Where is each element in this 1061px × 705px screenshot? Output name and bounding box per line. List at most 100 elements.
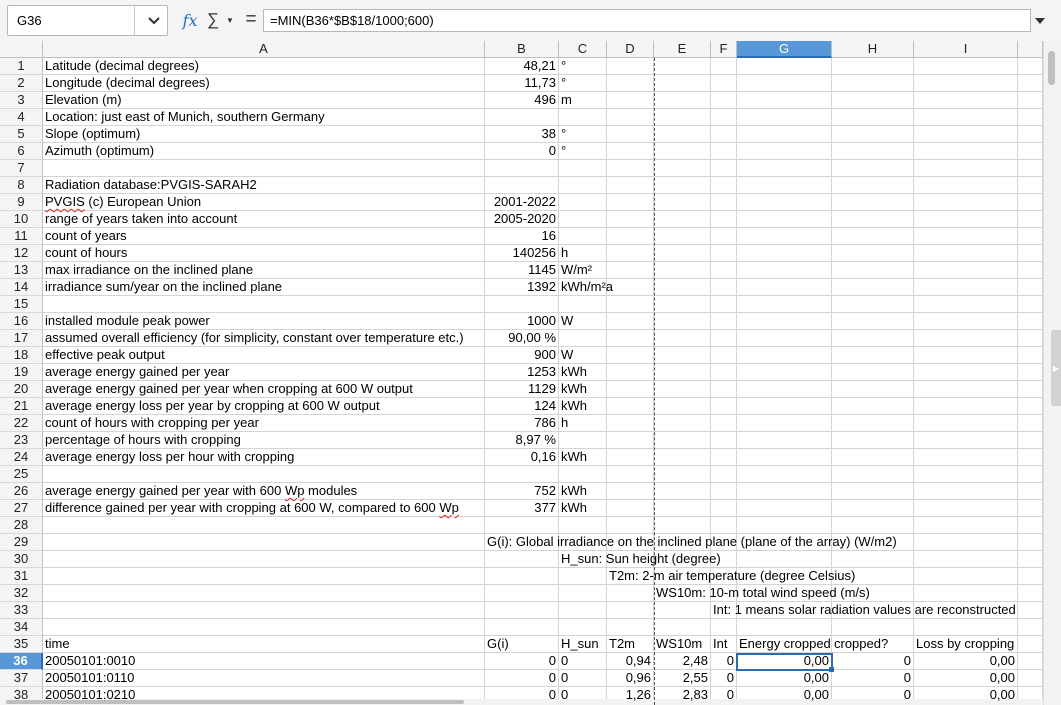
cell-b5[interactable]: 38 — [485, 126, 559, 143]
cell-j15[interactable] — [1018, 296, 1043, 313]
cell-g14[interactable] — [737, 279, 832, 296]
name-box-value[interactable]: G36 — [17, 13, 42, 28]
cell-e24[interactable] — [654, 449, 711, 466]
cell-j28[interactable] — [1018, 517, 1043, 534]
cell-c12[interactable]: h — [559, 245, 607, 262]
cell-b14[interactable]: 1392 — [485, 279, 559, 296]
cell-g13[interactable] — [737, 262, 832, 279]
cell-e32[interactable]: WS10m: 10-m total wind speed (m/s) — [654, 585, 870, 602]
cell-d37[interactable]: 0,96 — [607, 670, 654, 687]
cell-f17[interactable] — [711, 330, 737, 347]
cell-g30[interactable] — [737, 551, 832, 568]
cell-e19[interactable] — [654, 364, 711, 381]
cell-f7[interactable] — [711, 160, 737, 177]
cell-f3[interactable] — [711, 92, 737, 109]
cell-i15[interactable] — [914, 296, 1018, 313]
cell-h18[interactable] — [832, 347, 914, 364]
cell-d7[interactable] — [607, 160, 654, 177]
cell-f27[interactable] — [711, 500, 737, 517]
cell-d10[interactable] — [607, 211, 654, 228]
cell-e37[interactable]: 2,55 — [654, 670, 711, 687]
cell-j3[interactable] — [1018, 92, 1043, 109]
cell-e7[interactable] — [654, 160, 711, 177]
cell-i23[interactable] — [914, 432, 1018, 449]
cell-c28[interactable] — [559, 517, 607, 534]
cell-g3[interactable] — [737, 92, 832, 109]
sum-icon[interactable]: ∑ — [206, 10, 220, 29]
cell-d23[interactable] — [607, 432, 654, 449]
cell-i36[interactable]: 0,00 — [914, 653, 1018, 670]
cell-e15[interactable] — [654, 296, 711, 313]
cell-j34[interactable] — [1018, 619, 1043, 636]
cell-j19[interactable] — [1018, 364, 1043, 381]
cell-j30[interactable] — [1018, 551, 1043, 568]
cell-d18[interactable] — [607, 347, 654, 364]
cell-a2[interactable]: Longitude (decimal degrees) — [43, 75, 485, 92]
cell-c24[interactable]: kWh — [559, 449, 607, 466]
cell-h23[interactable] — [832, 432, 914, 449]
column-header-h[interactable]: H — [832, 41, 914, 58]
cell-b18[interactable]: 900 — [485, 347, 559, 364]
cell-e31[interactable] — [654, 568, 711, 585]
cell-h11[interactable] — [832, 228, 914, 245]
cell-i35[interactable]: Loss by cropping — [914, 636, 1018, 653]
row-header[interactable]: 29 — [0, 534, 43, 551]
cell-e35[interactable]: WS10m — [654, 636, 711, 653]
row-header[interactable]: 10 — [0, 211, 43, 228]
cell-i22[interactable] — [914, 415, 1018, 432]
cell-h33[interactable] — [832, 602, 914, 619]
cell-b2[interactable]: 11,73 — [485, 75, 559, 92]
cell-d9[interactable] — [607, 194, 654, 211]
cell-a4[interactable]: Location: just east of Munich, southern … — [43, 109, 485, 126]
cell-j5[interactable] — [1018, 126, 1043, 143]
row-header[interactable]: 9 — [0, 194, 43, 211]
cell-f15[interactable] — [711, 296, 737, 313]
cell-g11[interactable] — [737, 228, 832, 245]
cell-a8[interactable]: Radiation database:PVGIS-SARAH2 — [43, 177, 485, 194]
cell-h1[interactable] — [832, 58, 914, 75]
cell-d36[interactable]: 0,94 — [607, 653, 654, 670]
cell-a36[interactable]: 20050101:0010 — [43, 653, 485, 670]
cell-c18[interactable]: W — [559, 347, 607, 364]
cell-g33[interactable] — [737, 602, 832, 619]
cell-b16[interactable]: 1000 — [485, 313, 559, 330]
cell-b10[interactable]: 2005-2020 — [485, 211, 559, 228]
cell-c5[interactable]: ° — [559, 126, 607, 143]
cell-a5[interactable]: Slope (optimum) — [43, 126, 485, 143]
cell-c11[interactable] — [559, 228, 607, 245]
select-all-corner[interactable] — [0, 41, 43, 58]
cell-a27[interactable]: difference gained per year with cropping… — [43, 500, 485, 517]
cell-e17[interactable] — [654, 330, 711, 347]
cell-e27[interactable] — [654, 500, 711, 517]
cell-g9[interactable] — [737, 194, 832, 211]
cell-j20[interactable] — [1018, 381, 1043, 398]
cell-g6[interactable] — [737, 143, 832, 160]
cell-a29[interactable] — [43, 534, 485, 551]
cell-b20[interactable]: 1129 — [485, 381, 559, 398]
cell-e29[interactable] — [654, 534, 711, 551]
cell-e4[interactable] — [654, 109, 711, 126]
cell-h20[interactable] — [832, 381, 914, 398]
cell-i4[interactable] — [914, 109, 1018, 126]
cell-j2[interactable] — [1018, 75, 1043, 92]
row-header[interactable]: 30 — [0, 551, 43, 568]
row-header[interactable]: 21 — [0, 398, 43, 415]
cell-a25[interactable] — [43, 466, 485, 483]
cell-b37[interactable]: 0 — [485, 670, 559, 687]
cell-d11[interactable] — [607, 228, 654, 245]
row-header[interactable]: 2 — [0, 75, 43, 92]
cell-g25[interactable] — [737, 466, 832, 483]
cell-e34[interactable] — [654, 619, 711, 636]
cell-h16[interactable] — [832, 313, 914, 330]
cell-i16[interactable] — [914, 313, 1018, 330]
cell-b29[interactable]: G(i): Global irradiance on the inclined … — [485, 534, 897, 551]
cell-c7[interactable] — [559, 160, 607, 177]
cell-i33[interactable] — [914, 602, 1018, 619]
cell-j25[interactable] — [1018, 466, 1043, 483]
cell-f2[interactable] — [711, 75, 737, 92]
row-header[interactable]: 20 — [0, 381, 43, 398]
cell-h17[interactable] — [832, 330, 914, 347]
cell-h32[interactable] — [832, 585, 914, 602]
cell-c25[interactable] — [559, 466, 607, 483]
cell-i2[interactable] — [914, 75, 1018, 92]
